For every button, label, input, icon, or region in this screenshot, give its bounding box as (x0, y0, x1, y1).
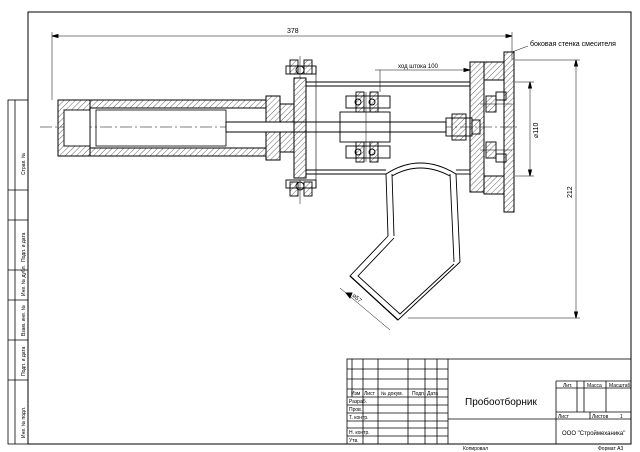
left-strip (7, 99, 29, 445)
dim-overall-length: 378 (287, 28, 299, 35)
strip-label-4: Взам. инв. № (21, 305, 27, 336)
dim-height: 212 (567, 186, 574, 198)
footer-format: Формат A3 (598, 446, 623, 452)
strip-label-2: Подп. и дата (21, 232, 27, 262)
callout-side-wall: боковая стенка смесителя (530, 40, 616, 48)
strip-label-1: Страв. № (21, 153, 27, 175)
drawing-title: Пробоотборник (465, 396, 537, 408)
dim-diameter-outlet: ⌀57 (351, 293, 363, 305)
role-tech-control: Т. контр. (349, 415, 369, 421)
dim-diameter-main: ⌀110 (533, 123, 540, 138)
title-block (346, 358, 632, 445)
col-sign: Подп. (412, 391, 425, 397)
assembly-drawing (40, 32, 580, 331)
role-norm-control: Н. контр. (349, 430, 370, 436)
stage-header-mass: Масса (587, 383, 602, 389)
col-doc: № докум. (381, 391, 403, 397)
col-izm: Изм (351, 391, 361, 397)
stage-header-scale: Масштаб (609, 383, 631, 389)
stage-header-lit: Лит. (563, 383, 572, 389)
dim-stroke: ход штока 100 (398, 64, 439, 70)
role-checked: Пров. (349, 407, 362, 413)
footer-copied: Копировал (463, 446, 488, 452)
col-list: Лист (364, 391, 376, 397)
col-date: Дата (427, 391, 438, 397)
sheets-label: Листов (592, 414, 609, 420)
strip-label-5: Подп. и дата (21, 346, 27, 376)
sheets-value: 1 (620, 414, 623, 420)
sheet-frame (27, 11, 632, 445)
strip-label-6: Инв. № подл. (21, 407, 27, 438)
role-developer: Разраб. (349, 399, 367, 405)
sheet-label: Лист (558, 414, 570, 420)
company-name: ООО "Строймеханика" (562, 430, 625, 437)
role-approved: Утв. (349, 438, 359, 444)
strip-label-3: Инв. № дубл. (21, 265, 27, 296)
